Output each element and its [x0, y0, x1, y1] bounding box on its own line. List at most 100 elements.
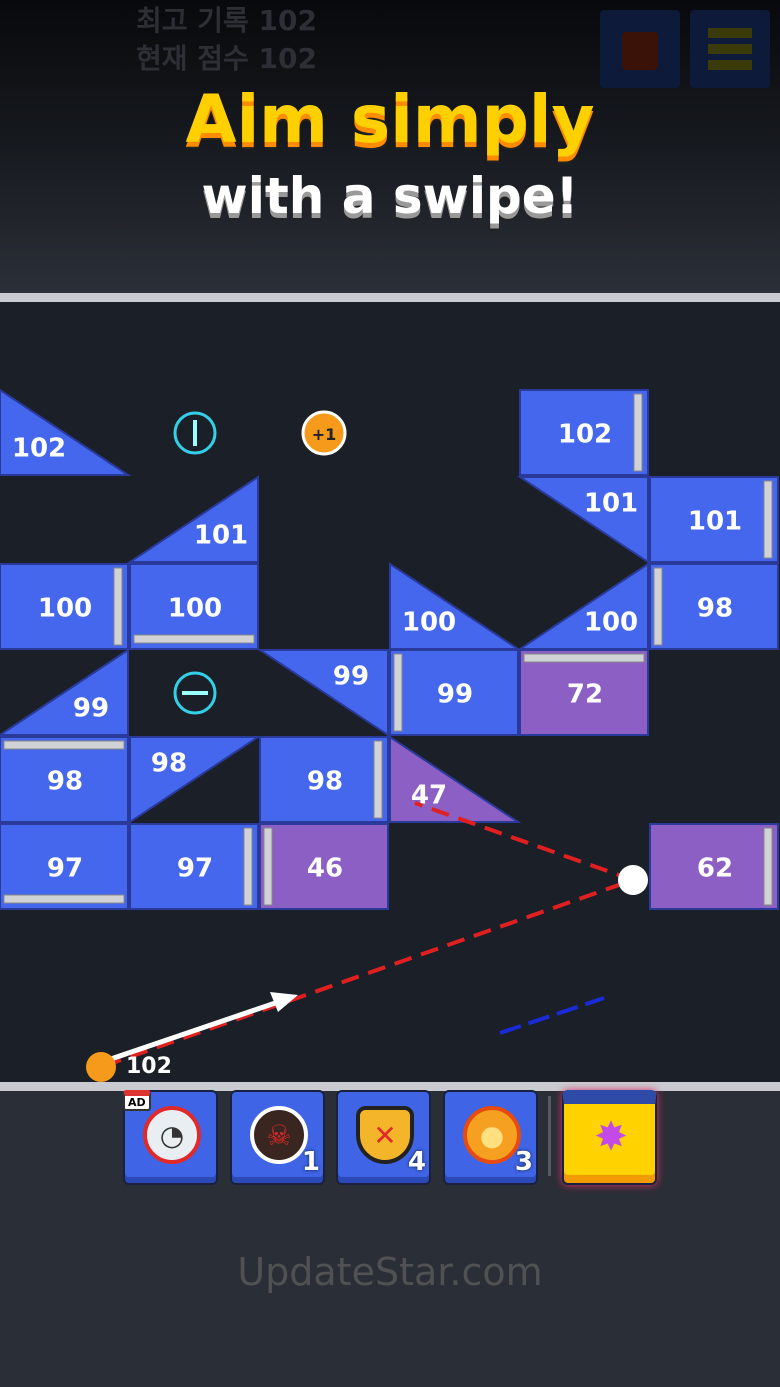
block-shape [0, 823, 129, 910]
tool-count: 1 [301, 1147, 320, 1177]
gift-icon [622, 32, 658, 70]
block-value: 100 [38, 594, 92, 624]
menu-icon [708, 28, 752, 70]
block-shape [256, 649, 389, 737]
block-shape [389, 735, 522, 823]
headline: Aim simply [185, 81, 595, 158]
tool-count: 3 [514, 1147, 533, 1177]
block-shape [126, 475, 259, 563]
laser-burst-icon: ✸ [594, 1114, 628, 1160]
block-shape [259, 823, 389, 910]
gift-button[interactable] [600, 10, 680, 88]
block-shape [516, 476, 649, 564]
metal-bar [763, 827, 773, 906]
tool-fireball-button[interactable]: ● 3 [443, 1090, 538, 1185]
skull-bomb-icon: ☠ [250, 1106, 308, 1164]
block-value: 47 [411, 781, 447, 811]
block-shape [389, 649, 519, 736]
block-value: 102 [558, 420, 612, 450]
block-shape [0, 736, 129, 823]
block-value: 101 [194, 521, 248, 551]
watermark: UpdateStar.com [237, 1250, 543, 1294]
active-ball [618, 865, 648, 895]
block-shape [649, 823, 779, 910]
metal-bar [113, 567, 123, 646]
blue-block: 101 [516, 476, 649, 564]
purple-block: 47 [389, 735, 522, 823]
blue-block: 98 [129, 736, 262, 824]
block-value: 97 [47, 854, 83, 884]
best-score: 최고 기록 102 [136, 4, 317, 37]
block-shape [649, 563, 779, 650]
blue-block: 98 [259, 736, 389, 823]
purple-block: 46 [259, 823, 389, 910]
blue-block: 100 [129, 563, 259, 650]
block-value: 98 [307, 767, 343, 797]
blue-block: 99 [256, 649, 389, 737]
block-value: 101 [688, 507, 742, 537]
block-value: 98 [697, 594, 733, 624]
block-value: 99 [73, 694, 109, 724]
block-shape [129, 823, 259, 910]
block-value: 72 [567, 680, 603, 710]
metal-bar [373, 740, 383, 819]
fireball-icon: ● [463, 1106, 521, 1164]
current-score: 현재 점수 102 [136, 42, 317, 75]
blue-block: 102 [519, 389, 649, 476]
metal-bar [523, 653, 645, 663]
purple-block: 62 [649, 823, 779, 910]
stopwatch-icon: ◔ [143, 1106, 201, 1164]
blue-block: 98 [649, 563, 779, 650]
tool-count: 4 [407, 1147, 426, 1177]
plus-one-ball-icon: +1 [301, 410, 347, 456]
block-value: 62 [697, 854, 733, 884]
blue-block: 99 [0, 648, 129, 736]
block-value: 100 [168, 594, 222, 624]
block-value: 99 [437, 680, 473, 710]
tool-divider [548, 1096, 551, 1176]
vertical-laser-icon [173, 411, 217, 455]
shield-x-icon: ✕ [356, 1106, 414, 1164]
touch-swipe-indicator [499, 996, 605, 1035]
tool-bomb-button[interactable]: ☠ 1 [230, 1090, 325, 1185]
metal-bar [243, 827, 253, 906]
metal-bar [653, 567, 663, 646]
blue-block: 101 [649, 476, 779, 563]
block-value: 98 [151, 749, 187, 779]
block-shape [259, 736, 389, 823]
horizontal-laser-icon [173, 671, 217, 715]
block-shape [519, 389, 649, 476]
block-value: 102 [12, 434, 66, 464]
block-shape [0, 648, 129, 736]
block-value: 101 [584, 489, 638, 519]
tool-laser-button[interactable]: ✸ [562, 1090, 657, 1185]
metal-bar [3, 894, 125, 904]
blue-block: 100 [389, 562, 522, 650]
block-value: 46 [307, 854, 343, 884]
ball-count: 102 [126, 1054, 172, 1079]
block-shape [519, 649, 649, 736]
metal-bar [633, 393, 643, 472]
blue-block: 97 [129, 823, 259, 910]
blue-block: 102 [0, 388, 132, 476]
purple-block: 72 [519, 649, 649, 736]
blue-block: 99 [389, 649, 519, 736]
launcher-ball [86, 1052, 116, 1082]
ad-badge: AD [123, 1090, 151, 1111]
header: 최고 기록 102 현재 점수 102 Aim simply with a sw… [0, 0, 780, 293]
tool-bar: ◔ AD ☠ 1 ✕ 4 ● 3 ✸ [0, 1090, 780, 1190]
subheadline: with a swipe! [201, 167, 579, 225]
menu-button[interactable] [690, 10, 770, 88]
block-value: 100 [584, 608, 638, 638]
block-shape [649, 476, 779, 563]
tool-shield-button[interactable]: ✕ 4 [336, 1090, 431, 1185]
metal-bar [3, 740, 125, 750]
tool-time-stop-button[interactable]: ◔ AD [123, 1090, 218, 1185]
blue-block: 101 [126, 475, 259, 563]
blue-block: 98 [0, 736, 129, 823]
block-shape [0, 388, 132, 476]
metal-bar [763, 480, 773, 559]
svg-text:+1: +1 [312, 425, 337, 444]
blue-block: 97 [0, 823, 129, 910]
